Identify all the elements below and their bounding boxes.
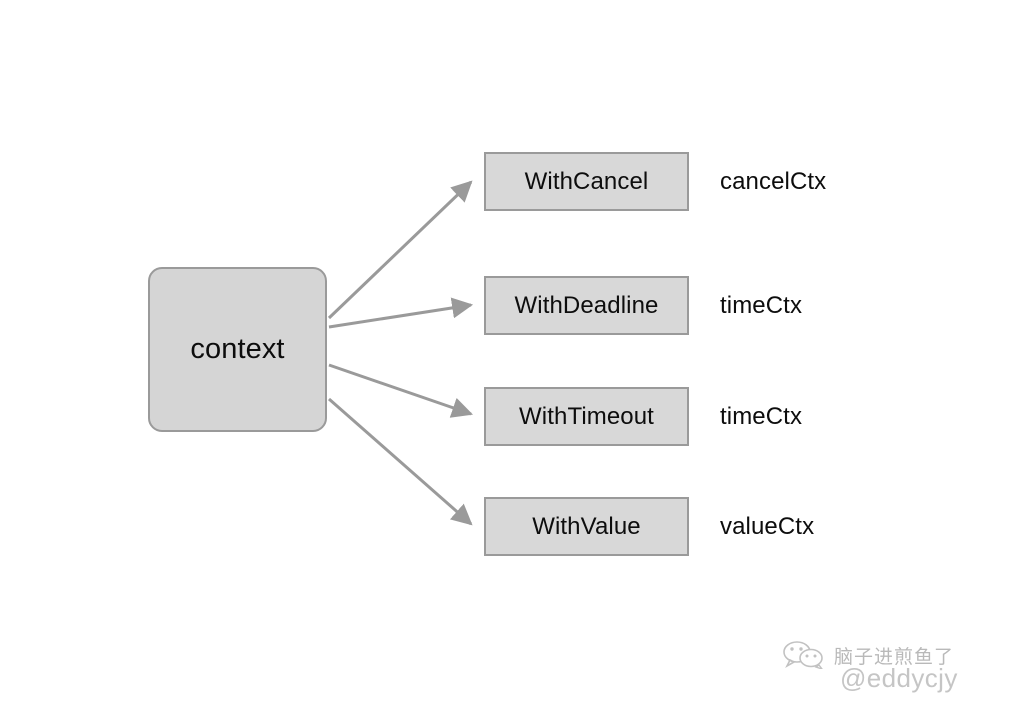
node-withdeadline[interactable]: WithDeadline bbox=[484, 276, 689, 335]
node-withvalue[interactable]: WithValue bbox=[484, 497, 689, 556]
node-withcancel[interactable]: WithCancel bbox=[484, 152, 689, 211]
watermark-handle: @eddycjy bbox=[840, 663, 958, 693]
node-withtimeout[interactable]: WithTimeout bbox=[484, 387, 689, 446]
edge-context-to-withvalue bbox=[328, 397, 473, 526]
watermark: 脑子进煎鱼了 @eddycjy bbox=[782, 641, 1002, 703]
watermark-row: 脑子进煎鱼了 bbox=[782, 641, 954, 669]
return-type-cancelctx: cancelCtx bbox=[720, 168, 827, 195]
node-withtimeout-label: WithTimeout bbox=[519, 402, 654, 430]
return-type-valuectx: valueCtx bbox=[720, 513, 815, 540]
node-withdeadline-label: WithDeadline bbox=[514, 291, 659, 319]
return-type-timectx-deadline: timeCtx bbox=[720, 292, 803, 319]
node-context[interactable]: context bbox=[148, 267, 327, 432]
edge-context-to-withcancel bbox=[327, 180, 473, 320]
node-context-label: context bbox=[190, 333, 285, 365]
edge-context-to-withdeadline bbox=[328, 297, 474, 329]
watermark-account-name: 脑子进煎鱼了 bbox=[834, 646, 955, 668]
wechat-icon bbox=[783, 641, 823, 669]
node-withcancel-label: WithCancel bbox=[524, 167, 649, 195]
edge-context-to-withtimeout bbox=[328, 363, 473, 418]
node-withvalue-label: WithValue bbox=[532, 512, 641, 540]
return-type-timectx-timeout: timeCtx bbox=[720, 403, 803, 430]
